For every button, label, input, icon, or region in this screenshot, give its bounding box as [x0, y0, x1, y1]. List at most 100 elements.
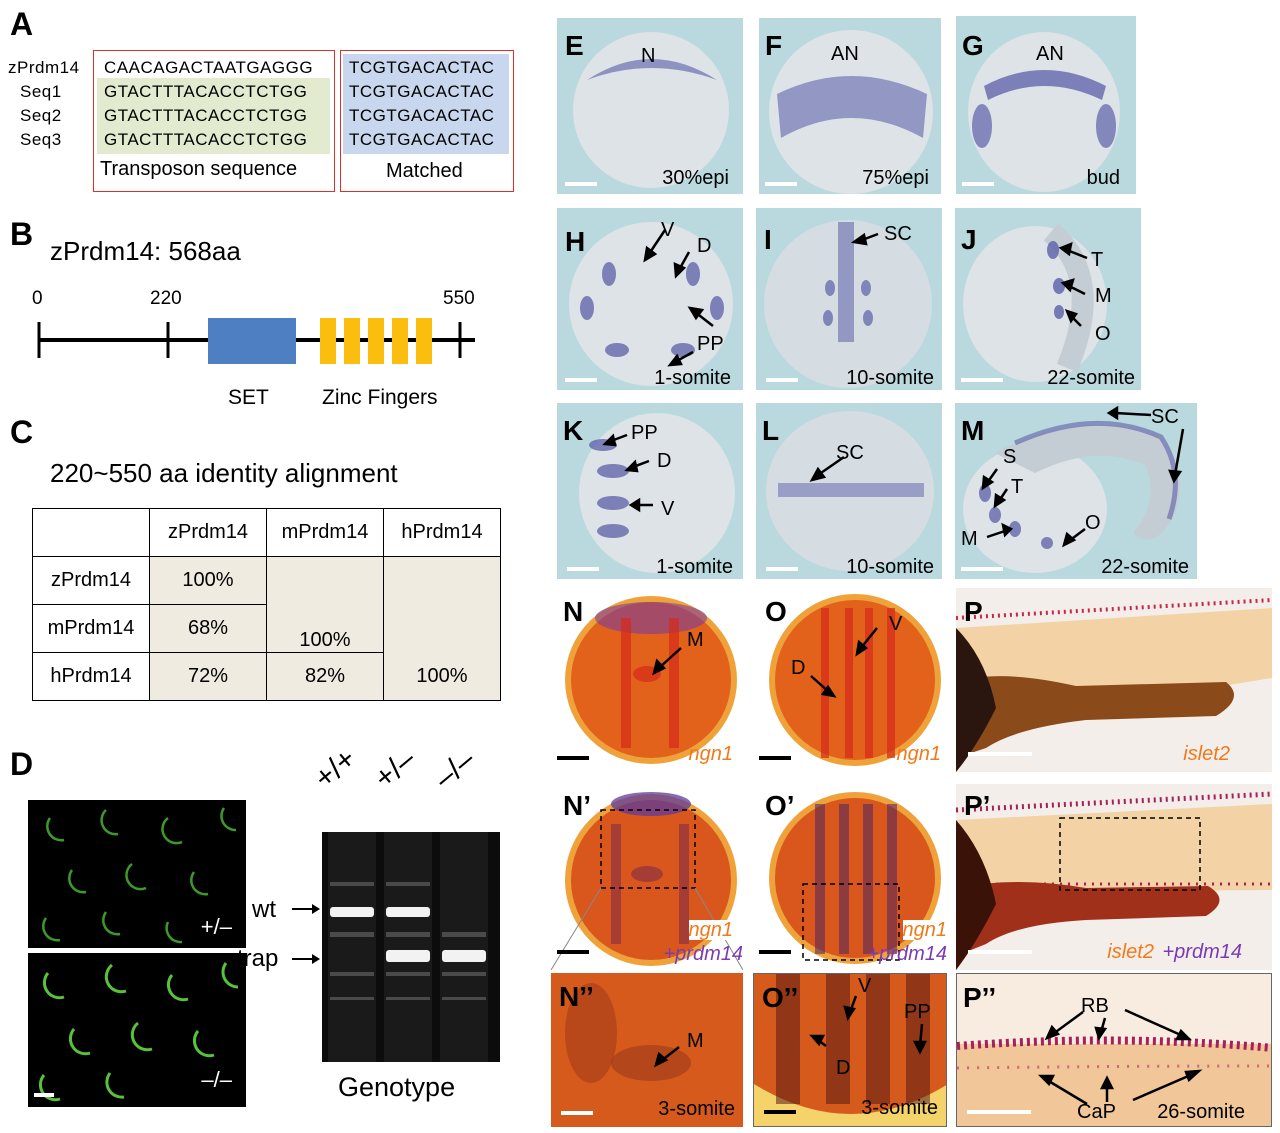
annotation-m: M [687, 629, 704, 651]
annotation-d: D [791, 657, 806, 679]
annotation-d: D [697, 235, 712, 257]
annotation-m: M [687, 1030, 704, 1052]
panel-n-double-prime: N’’ M 3-somite [551, 973, 743, 1127]
scale-bar [764, 1110, 796, 1114]
stage-label: 26-somite [1157, 1101, 1245, 1123]
seq-name-zprdm14: zPrdm14 [8, 58, 80, 77]
lane-label-het: +/– [368, 742, 422, 796]
stage-label: bud [1086, 167, 1120, 189]
wt-band-lane2 [386, 907, 430, 917]
band-arrows [292, 904, 320, 964]
scale-bar [766, 567, 798, 571]
annotation-s: S [1003, 446, 1017, 468]
panel-label: O’ [765, 790, 795, 821]
marker-prdm14: +prdm14 [867, 943, 948, 965]
annotation-o: O [1085, 512, 1101, 534]
scale-bar [962, 182, 994, 186]
marker-islet2: islet2 [1183, 743, 1230, 765]
annotation-d: D [657, 450, 672, 472]
panel-p-double-prime: P’’ RB CaP 26-somite [956, 973, 1272, 1127]
gfp-image-heterozygous: +/– [28, 800, 246, 948]
stage-label: 75%epi [862, 167, 929, 189]
alignment-title: 220~550 aa identity alignment [50, 458, 398, 488]
wt-band-lane1 [330, 907, 374, 917]
tick-label-550: 550 [443, 288, 475, 309]
panel-label: P’ [964, 790, 991, 821]
panel-p: P islet2 [956, 588, 1272, 772]
marker-ngn1: ngn1 [902, 919, 947, 941]
col-header: mPrdm14 [266, 508, 384, 557]
ish-panel-f: F AN 75%epi [759, 18, 941, 194]
panel-n-prime: N’ ngn1 +prdm14 [551, 784, 743, 970]
panel-p-prime: P’ islet2 +prdm14 [956, 784, 1272, 970]
annotation-v: V [889, 613, 903, 635]
gfp-image-homozygous: –/– [28, 953, 246, 1107]
table-cell: 68% [149, 604, 267, 653]
ish-panel-h: H V D PP 1-somite [557, 208, 743, 390]
trap-band-label: trap [237, 945, 279, 972]
transposon-shading [97, 78, 330, 154]
marker-prdm14: +prdm14 [1162, 941, 1243, 963]
table-cell: 100% [383, 652, 501, 701]
scale-bar [759, 950, 791, 954]
table-cell: 72% [149, 652, 267, 701]
seq-match-1: TCGTGACACTAC [349, 82, 495, 101]
panel-label: I [764, 224, 772, 255]
zinc-finger-4 [392, 318, 408, 364]
annotation-v: V [661, 498, 675, 520]
trap-band-lane3 [442, 950, 486, 962]
annotation-t: T [1011, 476, 1024, 498]
marker-prdm14: +prdm14 [663, 943, 744, 965]
panel-label: G [962, 30, 984, 61]
set-domain-label: SET [228, 386, 269, 409]
ish-panel-m: M SC S T M O 10-somite 22-somite [955, 403, 1197, 579]
panel-label: N’ [563, 790, 591, 821]
stage-label: 30%epi [662, 167, 729, 189]
seq-prefix-1: GTACTTTACACCTCTGG [104, 82, 308, 101]
scale-bar [765, 182, 797, 186]
panel-label: E [565, 30, 584, 61]
panel-label: O [765, 596, 787, 627]
gel-lane-3 [440, 832, 488, 1062]
wt-band-label: wt [252, 896, 276, 923]
genotype-axis-label: Genotype [338, 1072, 456, 1102]
scale-bar [561, 1111, 593, 1115]
panel-label: O’’ [762, 982, 799, 1013]
seq-name-1: Seq1 [20, 82, 62, 101]
panel-n: N M ngn1 [551, 588, 743, 772]
panel-label: N’’ [559, 981, 594, 1012]
identity-table: zPrdm14 mPrdm14 hPrdm14 zPrdm14 100% mPr… [32, 508, 501, 701]
zinc-domain-label: Zinc Fingers [322, 386, 438, 409]
panel-label: F [765, 30, 783, 61]
table-cell: 100% [266, 604, 384, 653]
scale-bar [961, 378, 1003, 382]
scale-bar [759, 756, 791, 760]
table-cell: 100% [149, 556, 267, 605]
panel-label: H [565, 226, 586, 257]
panel-o: O V D ngn1 [753, 588, 947, 772]
scale-bar [766, 378, 798, 382]
matched-shading [343, 54, 509, 154]
marker-ngn1: ngn1 [688, 743, 734, 765]
panel-label: K [563, 415, 584, 446]
annotation-v: V [858, 975, 872, 997]
marker-islet2: islet2 [1107, 941, 1154, 963]
panel-o-double-prime: O’’ V PP D 3-somite [753, 973, 947, 1127]
row-header: hPrdm14 [32, 652, 150, 701]
panel-label: N [563, 596, 584, 627]
stage-label: 3-somite [658, 1098, 735, 1120]
row-header: mPrdm14 [32, 604, 150, 653]
scale-bar [961, 567, 1003, 571]
ish-panel-k: K PP D V 1-somite [557, 403, 743, 579]
lane-label-hom: –/– [428, 743, 482, 796]
annotation-t: T [1091, 249, 1104, 271]
ish-panel-l: L SC 10-somite [756, 403, 942, 579]
zinc-finger-5 [416, 318, 432, 364]
panel-c-label: C [10, 414, 34, 450]
stage-label: 10-somite [846, 367, 934, 389]
annotation-m: M [1095, 285, 1112, 307]
col-header: hPrdm14 [383, 508, 501, 557]
scale-bar [967, 1110, 1031, 1114]
tick-label-0: 0 [32, 288, 43, 309]
panel-o-prime: O’ ngn1 +prdm14 [753, 784, 947, 970]
